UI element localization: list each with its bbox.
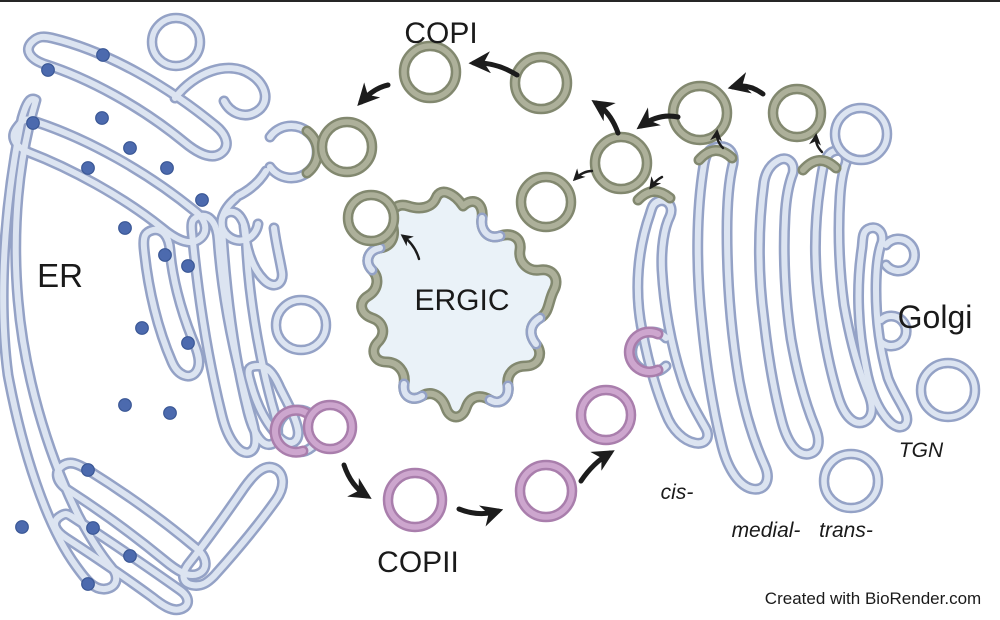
copi-vesicle xyxy=(667,80,733,146)
top-border-line xyxy=(0,0,1000,2)
ribosome-dot xyxy=(123,141,137,155)
copi-vesicles xyxy=(316,40,827,247)
transport-vesicle xyxy=(829,102,893,166)
copi-vesicle xyxy=(589,131,653,195)
ribosome-dot xyxy=(95,111,109,125)
ribosome-dot xyxy=(158,248,172,262)
ribosome-dot xyxy=(81,463,95,477)
copii-vesicle xyxy=(514,459,578,523)
label-trans: trans- xyxy=(819,519,873,542)
copii-vesicles xyxy=(302,384,637,533)
label-copi: COPI xyxy=(404,17,477,50)
copi-vesicle xyxy=(509,51,573,115)
ribosome-dot xyxy=(118,398,132,412)
ribosome-dot xyxy=(96,48,110,62)
label-golgi: Golgi xyxy=(898,299,973,335)
copi-vesicle xyxy=(767,83,827,143)
label-medial: medial- xyxy=(732,519,801,542)
ribosome-dot xyxy=(160,161,174,175)
ribosome-dot xyxy=(181,259,195,273)
ribosome-dot xyxy=(118,221,132,235)
label-tgn: TGN xyxy=(899,439,944,462)
ribosome-dot xyxy=(81,161,95,175)
label-copii: COPII xyxy=(377,546,459,579)
ribosome-dot xyxy=(181,336,195,350)
copii-vesicle xyxy=(382,467,448,533)
biorender-credit: Created with BioRender.com xyxy=(765,589,981,608)
copii-vesicle xyxy=(302,399,358,455)
transport-vesicle xyxy=(818,448,884,514)
copi-vesicle xyxy=(515,171,577,233)
label-ergic: ERGIC xyxy=(414,284,509,317)
label-cis: cis- xyxy=(661,481,694,504)
ribosome-dot xyxy=(26,116,40,130)
label-er: ER xyxy=(37,257,83,294)
ribosome-dot xyxy=(123,549,137,563)
copi-retrograde-arrows xyxy=(357,51,824,261)
ribosome-dot xyxy=(135,321,149,335)
copii-anterograde-arrows xyxy=(341,450,615,527)
ribosome-dot xyxy=(15,520,29,534)
copii-vesicle xyxy=(575,384,637,446)
ribosome-dots xyxy=(15,48,209,591)
ribosome-dot xyxy=(41,63,55,77)
transport-vesicle xyxy=(915,357,981,423)
ribosome-dot xyxy=(81,577,95,591)
copi-vesicle xyxy=(398,40,462,104)
copi-vesicle xyxy=(342,189,400,247)
ribosome-dot xyxy=(86,521,100,535)
transport-vesicle xyxy=(146,12,206,72)
ribosome-dot xyxy=(163,406,177,420)
copi-vesicle xyxy=(316,116,378,178)
transport-vesicles xyxy=(146,12,981,514)
transport-vesicle xyxy=(270,294,332,356)
ribosome-dot xyxy=(195,193,209,207)
